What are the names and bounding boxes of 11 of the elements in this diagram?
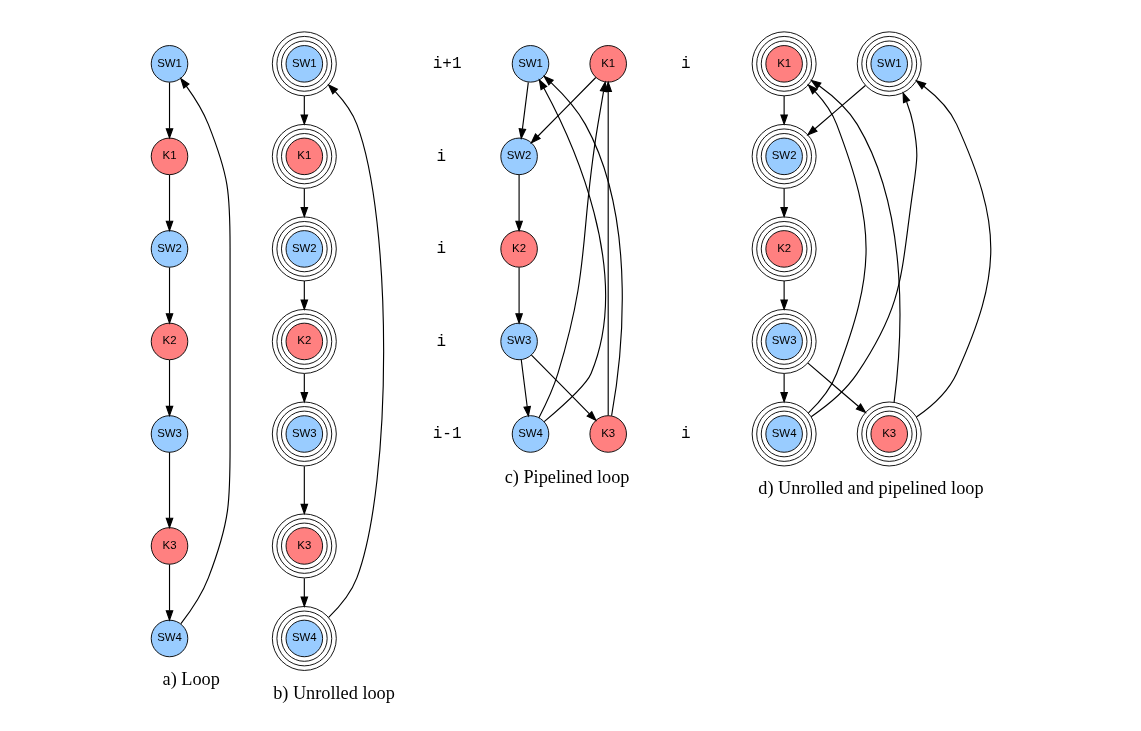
label: i xyxy=(436,147,447,166)
label: i xyxy=(681,424,691,443)
label: b) Unrolled loop xyxy=(273,682,395,703)
label: d) Unrolled and pipelined loop xyxy=(758,477,984,498)
label: i xyxy=(436,332,447,351)
label: i xyxy=(436,239,447,258)
label: a) Loop xyxy=(162,668,220,689)
label: i xyxy=(681,54,691,73)
label: i-1 xyxy=(432,424,462,443)
label: i+1 xyxy=(432,54,462,73)
label: c) Pipelined loop xyxy=(504,466,630,487)
